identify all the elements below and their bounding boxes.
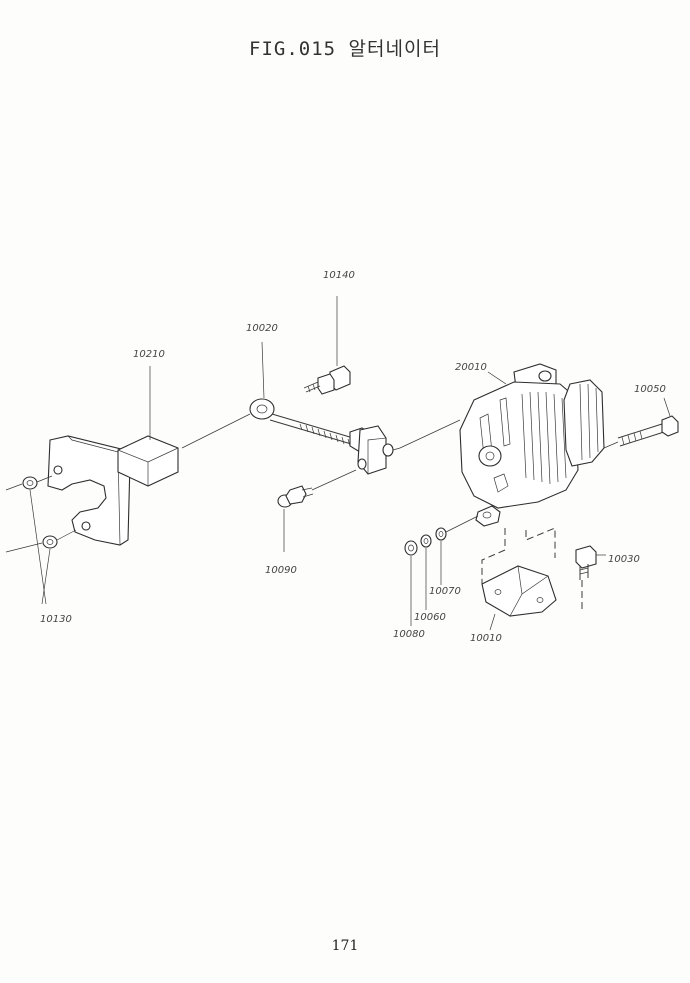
callout-10080: 10080	[393, 629, 425, 640]
callout-10030: 10030	[608, 554, 640, 565]
callout-10020: 10020	[246, 323, 278, 334]
washers-stack-parts	[404, 527, 447, 556]
bolt-10030-part	[575, 545, 597, 580]
callout-10060: 10060	[414, 612, 446, 623]
callout-10070: 10070	[429, 586, 461, 597]
figure-title: FIG.015 알터네이터	[249, 38, 441, 60]
bolt-10090-part	[277, 485, 314, 508]
washer-10130-parts	[22, 476, 58, 549]
bolt-10050-part	[617, 415, 679, 447]
page-number: 171	[331, 938, 359, 954]
adjusting-rod-part	[249, 398, 401, 475]
callout-10130: 10130	[40, 614, 72, 625]
callout-10090: 10090	[265, 565, 297, 576]
lower-bracket-10010-part	[481, 565, 557, 617]
bolt-10140-part	[303, 365, 351, 395]
spacer-block-part	[117, 435, 179, 487]
alternator-body-part	[459, 363, 605, 527]
callout-10140: 10140	[323, 270, 355, 281]
callout-10010: 10010	[470, 633, 502, 644]
callout-10050: 10050	[634, 384, 666, 395]
callout-10210: 10210	[133, 349, 165, 360]
callout-20010: 20010	[455, 362, 487, 373]
